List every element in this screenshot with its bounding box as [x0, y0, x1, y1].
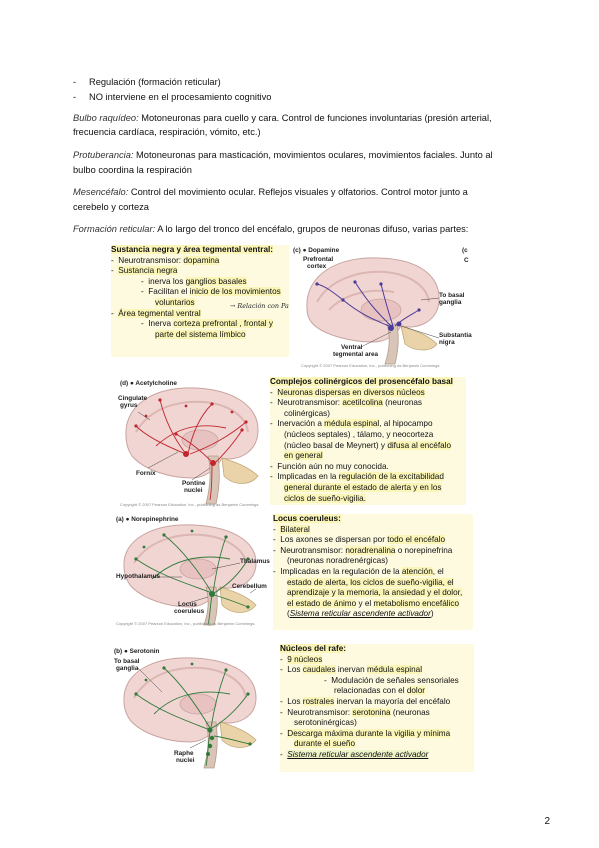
label-thalamus: Thalamus: [240, 558, 270, 565]
note-line: durante el sueño: [294, 739, 355, 749]
note-line: serotoninérgicas): [294, 718, 357, 728]
note-line: relacionadas con el dolor: [334, 686, 426, 696]
note-line: - Sistema reticular ascendente activador: [280, 749, 429, 759]
label-cingulate: Cingulate: [118, 395, 148, 402]
note-line: - Inervación a médula espinal, al hipoca…: [270, 419, 433, 429]
page-number: 2: [544, 816, 550, 827]
note-line: - Neurotransmisor: noradrenalina o norep…: [273, 545, 453, 555]
paragraph-bulbo-cont: frecuencia cardíaca, respiración, vómito…: [73, 127, 261, 137]
note-line: en general: [284, 451, 323, 461]
list-item: NO interviene en el procesamiento cognit…: [89, 92, 272, 102]
label-ventral: Ventral: [341, 344, 363, 351]
acetylcholine-title: Complejos colinérgicos del prosencéfalo …: [270, 377, 453, 386]
label-pontine: Pontine: [182, 480, 206, 487]
note-line: - inerva los ganglios basales: [141, 276, 247, 286]
serotonin-brain-diagram: [123, 657, 257, 769]
note-line: - Implicadas en la regulación de la aten…: [273, 566, 444, 576]
note-line: - Los caudales inervan médula espinal: [280, 665, 423, 675]
norepinephrine-title: Locus coeruleus:: [273, 514, 341, 523]
acetylcholine-figure: (d) ● Acetylcholine Cingulate gyrus Forn…: [116, 376, 272, 510]
paragraph-mesencefalo: Mesencéfalo: Control del movimiento ocul…: [73, 187, 468, 197]
figure-copyright: Copyright © 2007 Pearson Education, Inc.…: [120, 502, 260, 507]
note-line: - Bilateral: [273, 524, 310, 534]
serotonin-title: Núcleos del rafe:: [280, 644, 346, 653]
norepinephrine-figure: (a) ● Norepinephrine Thalamus Hypothalam…: [112, 513, 272, 629]
note-line: - Los rostrales inervan la mayoría del e…: [280, 696, 451, 706]
serotonin-figure: (b) ● Serotonin To basal ganglia Raphe n…: [110, 644, 272, 772]
note-line: - Área tegmental ventral: [111, 308, 201, 318]
label-raphe: Raphe: [174, 750, 194, 757]
note-line: - 9 núcleos: [280, 654, 323, 664]
paragraph-protuberancia: Protuberancia: Motoneuronas para mastica…: [73, 150, 493, 160]
note-line: parte del sistema límbico: [155, 329, 246, 339]
handwritten-note: → Relación con Parkinson: [230, 302, 314, 310]
figure-copyright: Copyright © 2007 Pearson Education, Inc.…: [301, 363, 441, 368]
label-ganglia: ganglia: [116, 665, 139, 672]
note-line: - Los axones se dispersan por todo el en…: [273, 535, 446, 545]
note-line: - Neurotransmisor: acetilcolina (neurona…: [270, 398, 423, 408]
serotonin-notes: Núcleos del rafe: - 9 núcleos - Los caud…: [280, 644, 474, 772]
figure-corner-label: (c: [462, 247, 468, 254]
label-gyrus: gyrus: [120, 402, 138, 409]
note-line: - Descarga máxima durante la vigilia y m…: [280, 728, 451, 738]
dopamine-notes: Sustancia negra y área tegmental ventral…: [111, 245, 289, 357]
note-line: (neuronas noradrenérgicas): [287, 556, 389, 566]
label-cortex: cortex: [307, 263, 327, 270]
label-basal: To basal: [439, 292, 465, 299]
dopamine-brain-diagram: [306, 257, 440, 365]
paragraph-mesencefalo-cont: cerebelo y corteza: [73, 202, 149, 212]
dopamine-figure: (c) ● Dopamine (c C Prefrontal cortex To…: [289, 244, 479, 370]
list-bullet: -: [73, 92, 77, 102]
note-line: colinérgicas): [284, 408, 330, 418]
paragraph-formacion-reticular: Formación reticular: A lo largo del tron…: [73, 224, 469, 234]
note-line: - Función aún no muy conocida.: [270, 461, 389, 471]
label-basal: To basal: [114, 658, 140, 665]
label-hypothalamus: Hypothalamus: [116, 573, 161, 580]
label-cerebellum: Cerebellum: [232, 583, 267, 590]
figure-title: (b) ● Serotonin: [114, 648, 160, 655]
norepinephrine-brain-diagram: [123, 524, 257, 626]
label-ganglia: ganglia: [439, 299, 462, 306]
note-line: - Sustancia negra: [111, 266, 178, 276]
note-line: (núcleo basal de Meynert) y difusa al en…: [284, 440, 452, 450]
label-fornix: Fornix: [136, 470, 156, 477]
figure-title: (a) ● Norepinephrine: [116, 516, 179, 523]
note-line: - Neurotransmisor: dopamina: [111, 255, 220, 265]
label-tegmental-area: tegmental area: [333, 351, 379, 358]
note-line: (núcleos septales) , tálamo, y neocortez…: [284, 429, 434, 439]
dopamine-title: Sustancia negra y área tegmental ventral…: [111, 245, 273, 254]
label-raphe-nuclei: nuclei: [176, 757, 195, 764]
label-substantia: Substantia: [439, 332, 472, 339]
figure-title: (c) ● Dopamine: [293, 247, 340, 254]
figure-title: (d) ● Acetylcholine: [120, 380, 177, 387]
note-line: el estado de ánimo y el metabolismo ence…: [287, 598, 460, 608]
note-line: - Implicadas en la regulación de la exci…: [270, 472, 444, 482]
note-line: general durante el estado de alerta y en…: [284, 482, 442, 492]
note-line: - Neuronas dispersas en diversos núcleos: [270, 387, 425, 397]
note-line: - Modulación de señales sensoriales: [324, 675, 459, 685]
paragraph-protuberancia-cont: bulbo coordina la respiración: [73, 165, 192, 175]
label-locus: Locus: [178, 601, 197, 608]
label-nuclei: nuclei: [184, 487, 203, 494]
note-line: aprendizaje y la memoria, la ansiedad y …: [287, 588, 463, 598]
acetylcholine-brain-diagram: [125, 387, 259, 505]
list-bullet: -: [73, 77, 77, 87]
paragraph-bulbo: Bulbo raquídeo: Motoneuronas para cuello…: [73, 113, 492, 123]
note-line: (Sistema reticular ascendente activador): [287, 609, 434, 619]
norepinephrine-notes: Locus coeruleus: - Bilateral - Los axone…: [273, 514, 473, 630]
note-line: - Neurotransmisor: serotonina (neuronas: [280, 707, 430, 717]
label-coeruleus: coeruleus: [174, 608, 205, 615]
note-line: ciclos de sueño-vigilia.: [284, 493, 366, 503]
figure-corner-label: C: [464, 257, 469, 264]
acetylcholine-notes: Complejos colinérgicos del prosencéfalo …: [270, 377, 466, 505]
note-line: estado de alerta, los ciclos de sueño-vi…: [287, 577, 454, 587]
list-item: Regulación (formación reticular): [89, 77, 221, 87]
note-line: - Facilitan el inicio de los movimientos: [141, 287, 281, 297]
note-line: - Inerva corteza prefrontal , frontal y: [141, 319, 273, 329]
figure-copyright: Copyright © 2007 Pearson Education, Inc.…: [116, 621, 256, 626]
label-prefrontal: Prefrontal: [303, 256, 334, 263]
label-nigra: nigra: [439, 339, 455, 346]
note-line: voluntarios: [155, 297, 195, 307]
